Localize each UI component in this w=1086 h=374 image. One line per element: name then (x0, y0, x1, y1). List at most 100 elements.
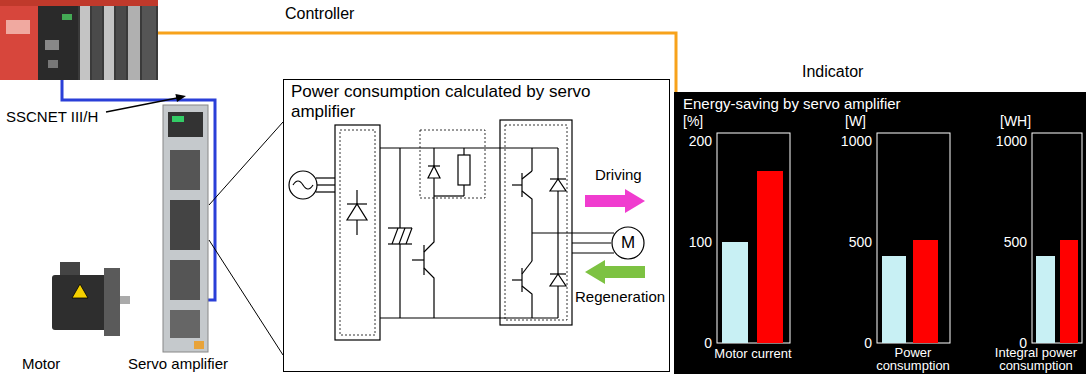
controller-picture-part (92, 6, 102, 80)
power-circuit-part (293, 181, 313, 189)
power-circuit-part (572, 232, 614, 233)
indicator-ground (674, 92, 1086, 374)
motor-picture-part (72, 284, 88, 298)
axis-unit: [WH] (1000, 114, 1031, 128)
controller-picture-part (48, 60, 58, 68)
servo-amplifier-picture-part (170, 310, 200, 338)
motor-picture-part (120, 296, 130, 304)
axis-unit: [%] (683, 114, 703, 128)
controller-picture-part (80, 6, 90, 80)
driving-arrow-part (585, 189, 645, 213)
controller-picture-part (38, 6, 78, 80)
flow-name: Driving (595, 166, 642, 184)
circle-outline (612, 227, 644, 259)
power-circuit-part (428, 166, 440, 178)
power-circuit-part (463, 185, 464, 196)
power-circuit-part (531, 148, 532, 171)
indicator-ground-part (674, 92, 1086, 374)
power-circuit-part (550, 178, 566, 179)
power-circuit-part (512, 279, 522, 280)
controller-picture-part (0, 0, 158, 80)
power-circuit-part (420, 130, 485, 198)
bar-name: Motor current (698, 347, 808, 360)
axis-tick: 0 (802, 336, 872, 350)
motor-picture-part (104, 268, 120, 336)
motor-letter: M (611, 226, 645, 260)
pointer-arrow-part (175, 94, 186, 102)
zoom-line-part (209, 122, 283, 205)
regeneration-arrow (585, 260, 645, 284)
power-circuit-part (424, 235, 434, 252)
power-circuit-part (512, 184, 522, 185)
power-circuit-part (458, 155, 470, 185)
power-circuit-part (522, 261, 532, 274)
servo-amplifier-picture (163, 105, 208, 352)
power-circuit-part (550, 274, 566, 286)
controller-picture-part (116, 6, 126, 80)
axis-tick: 0 (642, 336, 712, 350)
power-circuit-part (406, 228, 412, 244)
power-circuit-part (500, 147, 558, 148)
power-circuit-part (392, 228, 398, 244)
flow-name: Regeneration (575, 288, 665, 306)
axis-tick: 500 (957, 235, 1027, 249)
bar-name: Power consumption (865, 346, 961, 372)
zoom-line (209, 122, 283, 355)
bar-chart (717, 133, 1082, 343)
power-circuit-part (550, 179, 566, 191)
controller-picture-part (128, 6, 140, 80)
servo-amplifier-picture-part (170, 150, 200, 190)
bar-chart-part (877, 133, 950, 343)
power-circuit-part (550, 273, 566, 274)
network-name: SSCNET III/H (6, 108, 98, 126)
bar-chart-part (913, 240, 938, 343)
motor-picture-part (60, 262, 80, 276)
power-circuit-part (434, 195, 464, 196)
bar-chart-part (757, 171, 783, 343)
box-heading: Power consumption calculated by servo am… (291, 82, 636, 123)
power-circuit (289, 120, 614, 340)
power-circuit-part (572, 242, 611, 243)
power-circuit-part (388, 227, 412, 228)
motor-circle: M (611, 226, 645, 260)
power-circuit-part (522, 191, 532, 261)
power-circuit-part (522, 286, 532, 318)
power-circuit-part (399, 244, 400, 318)
power-circuit-part (380, 147, 500, 148)
servo-amplifier-picture-part (170, 200, 200, 250)
power-circuit-part (399, 228, 405, 244)
controller-picture-part (142, 6, 156, 80)
axis-tick: 200 (642, 134, 712, 148)
servo-amplifier-picture-part (163, 105, 208, 352)
power-circuit-part (500, 317, 558, 318)
controller-picture-part (62, 14, 72, 20)
servo-amplifier-picture-part (172, 116, 184, 122)
power-circuit-part (532, 232, 572, 233)
axis-unit: [W] (845, 114, 866, 128)
controller-picture-part (6, 20, 30, 34)
power-circuit-part (380, 317, 500, 318)
bar-chart-part (1032, 133, 1082, 343)
controller-picture (0, 0, 158, 80)
controller-picture-part (0, 0, 158, 6)
servo-amplifier-picture-part (194, 341, 204, 349)
power-circuit-part (412, 259, 424, 260)
bar-chart-part (882, 256, 906, 343)
motor-picture-part (52, 275, 107, 330)
power-circuit-part (433, 148, 434, 235)
axis-tick: 100 (642, 235, 712, 249)
regeneration-arrow-part (585, 260, 645, 284)
power-circuit-part (500, 120, 572, 325)
bar-name: Integral power consumption (987, 346, 1085, 372)
panel-heading: Energy-saving by servo amplifier (683, 95, 901, 113)
device-name: Servo amplifier (128, 355, 228, 373)
bar-chart-part (717, 133, 790, 343)
power-circuit-part (289, 171, 317, 199)
panel-caption: Indicator (802, 62, 863, 81)
power-circuit-part (347, 203, 367, 204)
bar-chart-part (1036, 256, 1055, 343)
axis-tick: 1000 (802, 134, 872, 148)
axis-tick: 500 (802, 235, 872, 249)
